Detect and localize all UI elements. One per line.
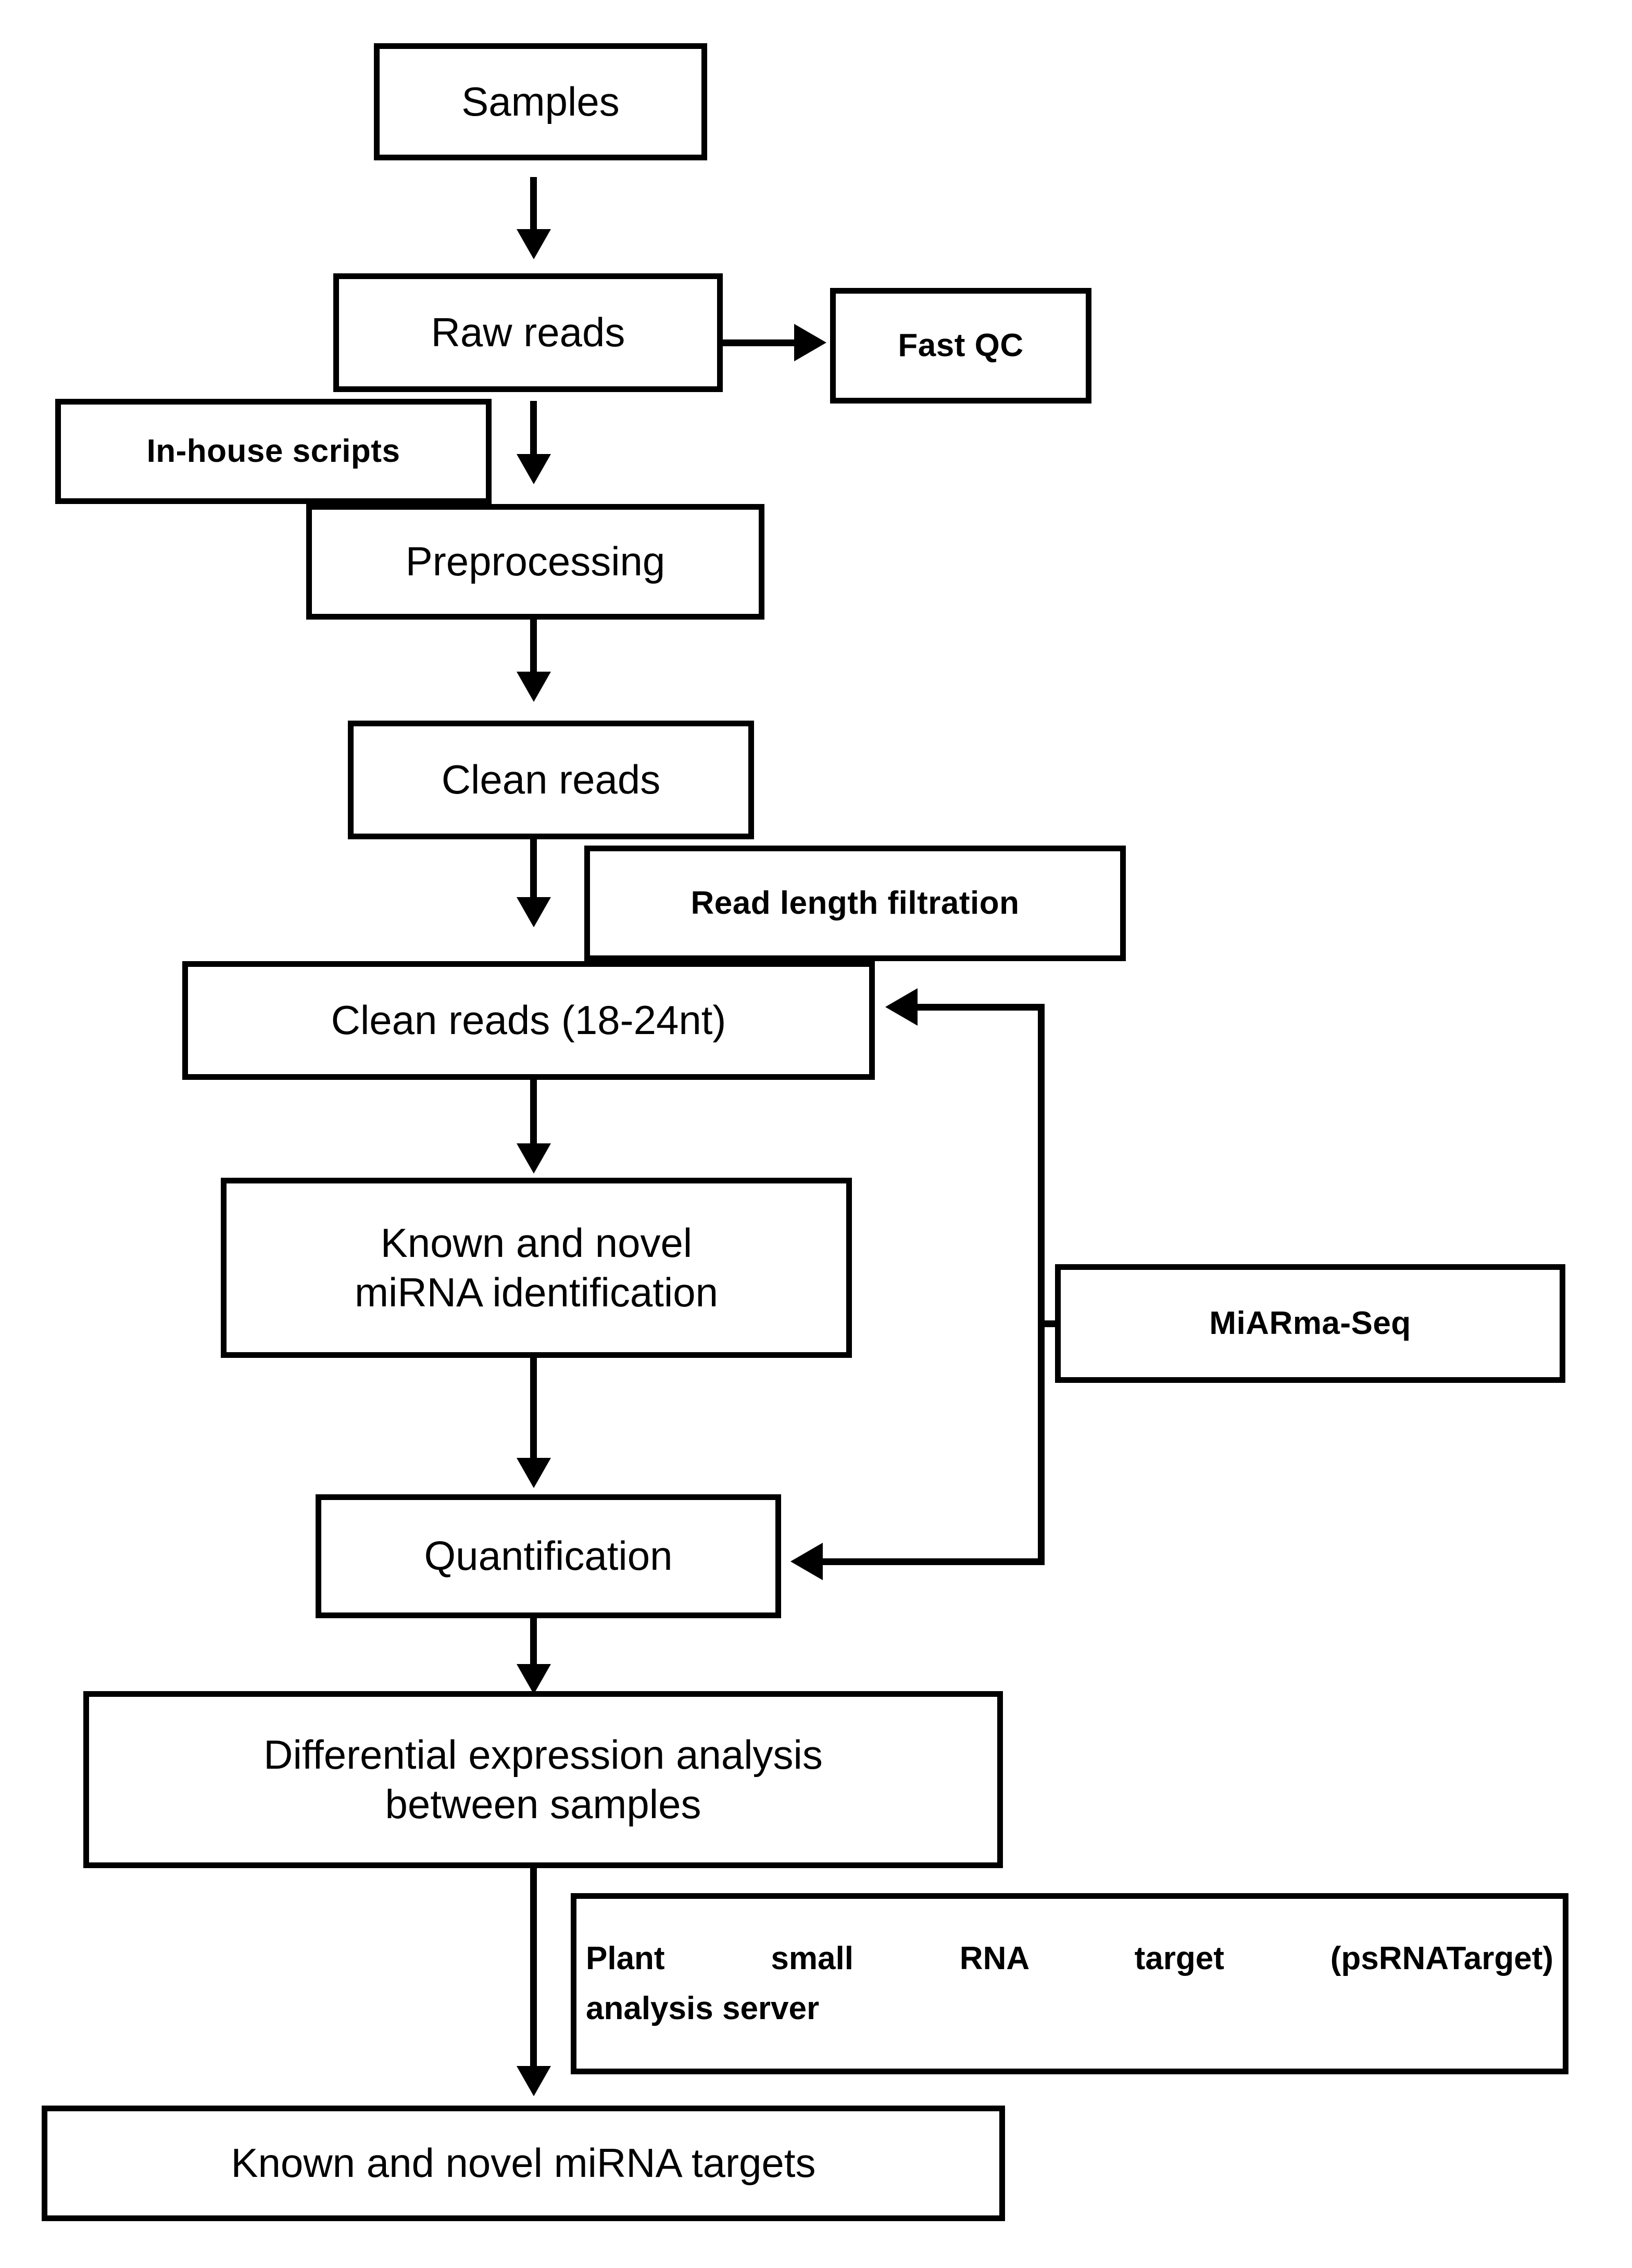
node-read-length-filtration-label: Read length filtration: [691, 885, 1020, 922]
edge-samples-to-raw-reads-line: [530, 177, 537, 234]
edge-raw-reads-to-preprocessing-line: [530, 401, 537, 469]
edge-raw-reads-to-preprocessing-arrowhead: [517, 454, 551, 484]
node-miarma-seq[interactable]: MiARma-Seq: [1055, 1264, 1565, 1383]
edge-miarma-to-quantification-arrowhead: [790, 1543, 823, 1580]
node-differential-expression-line1: Differential expression analysis: [263, 1731, 823, 1778]
edge-clean-reads-to-filtered-line: [530, 838, 537, 916]
node-raw-reads-label: Raw reads: [431, 309, 625, 356]
node-quantification-label: Quantification: [424, 1533, 673, 1579]
edge-clean-reads-to-filtered-arrowhead: [517, 897, 551, 927]
node-clean-reads-label: Clean reads: [441, 757, 661, 803]
edge-mirna-id-to-quantification-line: [530, 1356, 537, 1460]
node-mirna-identification-line2: miRNA identification: [355, 1269, 718, 1315]
node-quantification[interactable]: Quantification: [316, 1494, 781, 1618]
node-differential-expression[interactable]: Differential expression analysis between…: [83, 1691, 1003, 1868]
node-differential-expression-line2: between samples: [385, 1781, 701, 1827]
edge-samples-to-raw-reads-arrowhead: [517, 229, 551, 259]
edge-filtered-to-mirna-id-line: [530, 1078, 537, 1148]
node-psrnatarget[interactable]: Plant small RNA target (psRNATarget) ana…: [571, 1893, 1568, 2074]
edge-miarma-spine: [1038, 1004, 1045, 1565]
node-mirna-identification-line1: Known and novel: [380, 1219, 693, 1266]
node-clean-reads-18-24nt[interactable]: Clean reads (18-24nt): [182, 961, 875, 1080]
edge-miarma-to-filtered-arrowhead: [885, 988, 918, 1026]
node-in-house-scripts-label: In-house scripts: [146, 433, 400, 470]
edge-diff-expr-to-targets-line: [530, 1867, 537, 2085]
node-preprocessing-label: Preprocessing: [405, 538, 666, 585]
node-mirna-targets[interactable]: Known and novel miRNA targets: [42, 2106, 1005, 2221]
node-raw-reads[interactable]: Raw reads: [333, 273, 723, 392]
node-read-length-filtration[interactable]: Read length filtration: [584, 846, 1126, 961]
edge-quantification-to-diff-expr-arrowhead: [517, 1664, 551, 1694]
node-samples-label: Samples: [461, 78, 620, 124]
edge-filtered-to-mirna-id-arrowhead: [517, 1143, 551, 1174]
node-preprocessing[interactable]: Preprocessing: [306, 504, 764, 620]
edge-raw-reads-to-fastqc-line: [721, 339, 802, 346]
edge-miarma-to-filtered-line: [918, 1004, 1043, 1011]
edge-miarma-to-quantification-line: [823, 1558, 1043, 1565]
node-clean-reads[interactable]: Clean reads: [348, 721, 754, 839]
node-in-house-scripts[interactable]: In-house scripts: [55, 399, 492, 504]
node-clean-reads-18-24nt-label: Clean reads (18-24nt): [331, 997, 726, 1043]
node-mirna-targets-label: Known and novel miRNA targets: [231, 2140, 816, 2186]
edge-diff-expr-to-targets-arrowhead: [517, 2066, 551, 2096]
node-psrnatarget-line1: Plant small RNA target (psRNATarget): [586, 1940, 1553, 1976]
node-fast-qc-label: Fast QC: [898, 327, 1024, 364]
node-miarma-seq-label: MiARma-Seq: [1209, 1305, 1411, 1342]
node-mirna-identification[interactable]: Known and novel miRNA identification: [221, 1178, 852, 1358]
node-psrnatarget-line2: analysis server: [586, 1990, 820, 2026]
node-fast-qc[interactable]: Fast QC: [830, 288, 1091, 404]
edge-preprocessing-to-clean-reads-arrowhead: [517, 672, 551, 702]
edge-mirna-id-to-quantification-arrowhead: [517, 1458, 551, 1488]
edge-raw-reads-to-fastqc-arrowhead: [794, 324, 826, 361]
node-samples[interactable]: Samples: [374, 43, 707, 160]
